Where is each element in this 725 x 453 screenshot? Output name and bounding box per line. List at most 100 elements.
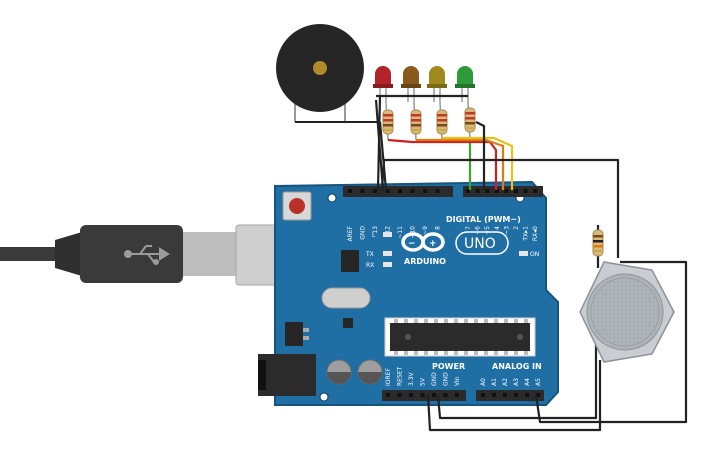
ic-pin <box>394 351 398 355</box>
analog-pin-hole[interactable] <box>514 393 518 397</box>
digital-pin-hole[interactable] <box>385 189 390 193</box>
ic-pin <box>524 351 528 355</box>
digital-pin-label: ~3 <box>503 226 510 235</box>
svg-text:−: − <box>408 239 416 249</box>
digital-pin-label: 2 <box>513 226 520 230</box>
smd-component <box>343 318 353 328</box>
ic-pin <box>434 319 438 323</box>
resistor-sensor <box>592 229 604 257</box>
resistor-3 <box>436 101 448 141</box>
wire-orange <box>416 138 505 190</box>
tx-led-label: TX <box>365 251 374 258</box>
resistor-1 <box>382 101 394 141</box>
digital-pin-hole[interactable] <box>348 189 352 193</box>
power-pin-hole[interactable] <box>455 393 459 397</box>
piezo-buzzer <box>276 24 380 123</box>
usb-symbol-icon <box>124 245 170 265</box>
analog-pin-hole[interactable] <box>481 393 485 397</box>
ic-pin <box>504 351 508 355</box>
digital-pin-hole[interactable] <box>360 189 365 193</box>
wire-analog <box>534 260 688 424</box>
digital-pin-hole[interactable] <box>494 189 499 193</box>
power-pin-hole[interactable] <box>397 393 402 397</box>
digital-pin-hole[interactable] <box>533 189 538 193</box>
ic-pin <box>444 319 448 323</box>
microcontroller-chip <box>390 323 530 351</box>
digital-pin-hole[interactable] <box>398 189 402 193</box>
digital-pin-hole[interactable] <box>373 189 377 193</box>
ic-pin <box>414 319 418 323</box>
ic-pin <box>404 319 408 323</box>
ic-pin <box>444 351 448 355</box>
wire-yellow <box>442 136 514 190</box>
ic-pin <box>414 351 418 355</box>
digital-pin-label: ~5 <box>484 226 491 235</box>
ic-pin <box>424 351 428 355</box>
l-led-label: L <box>372 232 376 239</box>
power-pin-hole[interactable] <box>443 393 448 397</box>
digital-pin-label: ~10 <box>410 226 417 239</box>
ic-pin <box>464 319 468 323</box>
digital-pin-label: 4 <box>494 226 501 230</box>
analog-pin-label: A4 <box>524 378 531 386</box>
usb-chip <box>341 250 359 272</box>
analog-pin-hole[interactable] <box>503 393 507 397</box>
digital-pin-hole[interactable] <box>514 189 518 193</box>
led-red <box>373 66 393 88</box>
ic-pin <box>474 319 478 323</box>
led-orange <box>401 66 421 88</box>
model-badge <box>455 231 509 255</box>
digital-pin-hole[interactable] <box>485 189 490 193</box>
power-header-label: POWER <box>432 362 465 371</box>
ic-pin <box>424 319 428 323</box>
sensor-mesh <box>590 277 660 347</box>
digital-pin-hole[interactable] <box>410 189 415 193</box>
wire-power-5v <box>426 360 602 432</box>
ic-pin <box>464 351 468 355</box>
ic-pin <box>514 351 518 355</box>
power-pin-hole[interactable] <box>420 393 425 397</box>
analog-pin-hole[interactable] <box>492 393 496 397</box>
digital-pin-hole[interactable] <box>504 189 509 193</box>
digital-header-label: DIGITAL (PWM~) <box>446 215 521 224</box>
wires <box>374 94 688 432</box>
reset-button-cap[interactable] <box>289 198 305 214</box>
analog-pin-hole[interactable] <box>536 393 540 397</box>
digital-pin-hole[interactable] <box>466 189 470 193</box>
usb-cable <box>0 224 289 286</box>
power-pin-hole[interactable] <box>386 393 390 397</box>
ic-pin <box>504 319 508 323</box>
ic-pin <box>494 351 498 355</box>
analog-header <box>476 390 544 401</box>
analog-pin-hole[interactable] <box>525 393 529 397</box>
digital-pin-label: 8 <box>435 226 442 230</box>
digital-pin-hole[interactable] <box>435 189 440 193</box>
analog-pin-label: A2 <box>502 378 509 386</box>
ic-pin <box>524 319 528 323</box>
digital-pin-hole[interactable] <box>523 189 528 193</box>
power-pin-label: RESET <box>397 366 404 386</box>
power-pin-label: Vin <box>454 376 461 386</box>
usb-cable-cord <box>0 247 60 261</box>
power-pin-label: GND <box>431 372 438 386</box>
ic-pin <box>494 319 498 323</box>
digital-pin-label: ~6 <box>475 226 482 235</box>
digital-pin-hole[interactable] <box>475 189 480 193</box>
power-jack <box>258 354 316 396</box>
digital-pin-label: ~11 <box>397 226 404 239</box>
gas-sensor <box>579 261 675 363</box>
power-pin-label: 3.3V <box>408 371 415 386</box>
rx-led-label: RX <box>366 262 374 269</box>
led-array <box>373 66 476 141</box>
led-yellow <box>427 66 447 88</box>
wire-sensor-top <box>380 158 620 258</box>
resistor-4 <box>464 101 476 141</box>
digital-pin-hole[interactable] <box>423 189 427 193</box>
power-pin-hole[interactable] <box>432 393 436 397</box>
power-pin-hole[interactable] <box>409 393 413 397</box>
voltage-regulator <box>285 322 303 346</box>
digital-pin-label: 13 <box>372 226 379 234</box>
digital-pin-label: AREF <box>347 225 354 241</box>
